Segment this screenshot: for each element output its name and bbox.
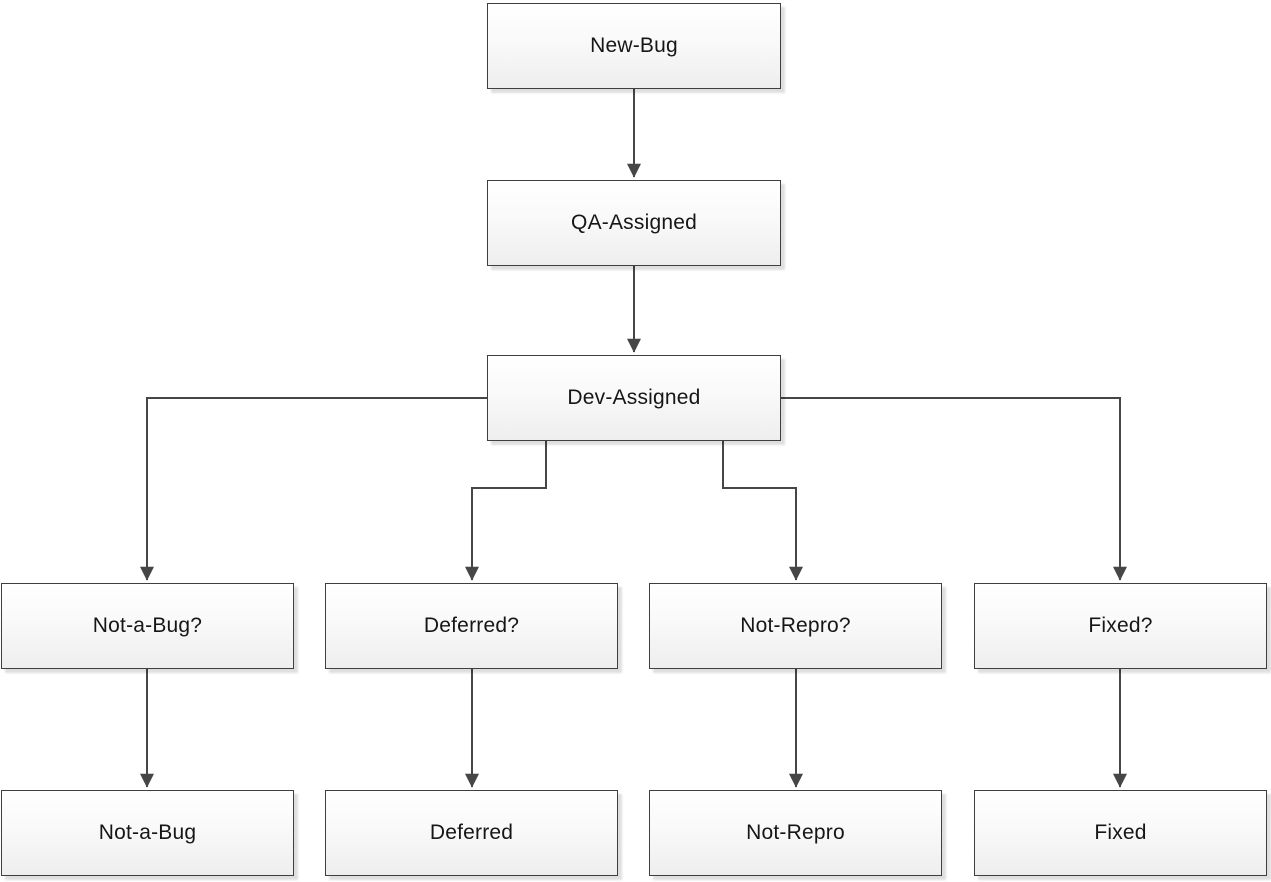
node-fixed: Fixed <box>974 790 1267 876</box>
edge-dev-assigned-to-fixed-q <box>781 397 1127 581</box>
node-deferred: Deferred <box>325 790 618 876</box>
node-not-repro: Not-Repro <box>649 790 942 876</box>
node-label: New-Bug <box>590 34 678 57</box>
node-dev-assigned: Dev-Assigned <box>487 355 781 441</box>
edge-dev-assigned-to-deferred-q <box>465 441 547 581</box>
node-label: Not-Repro? <box>740 614 851 637</box>
node-label: Not-Repro <box>746 821 845 844</box>
node-new-bug: New-Bug <box>487 3 781 89</box>
edge-dev-assigned-to-not-repro-q <box>722 441 803 581</box>
node-not-repro-question: Not-Repro? <box>649 583 942 669</box>
node-label: Fixed? <box>1088 614 1153 637</box>
node-qa-assigned: QA-Assigned <box>487 180 781 266</box>
node-not-a-bug-question: Not-a-Bug? <box>1 583 294 669</box>
node-deferred-question: Deferred? <box>325 583 618 669</box>
node-label: Deferred <box>429 821 514 844</box>
node-label: Dev-Assigned <box>567 386 701 409</box>
node-label: Deferred? <box>423 614 520 637</box>
node-label: QA-Assigned <box>571 211 697 234</box>
node-label: Not-a-Bug? <box>92 614 203 637</box>
node-label: Not-a-Bug <box>98 821 197 844</box>
edge-dev-assigned-to-not-a-bug-q <box>140 397 487 581</box>
node-not-a-bug: Not-a-Bug <box>1 790 294 876</box>
node-fixed-question: Fixed? <box>974 583 1267 669</box>
node-label: Fixed <box>1094 821 1147 844</box>
